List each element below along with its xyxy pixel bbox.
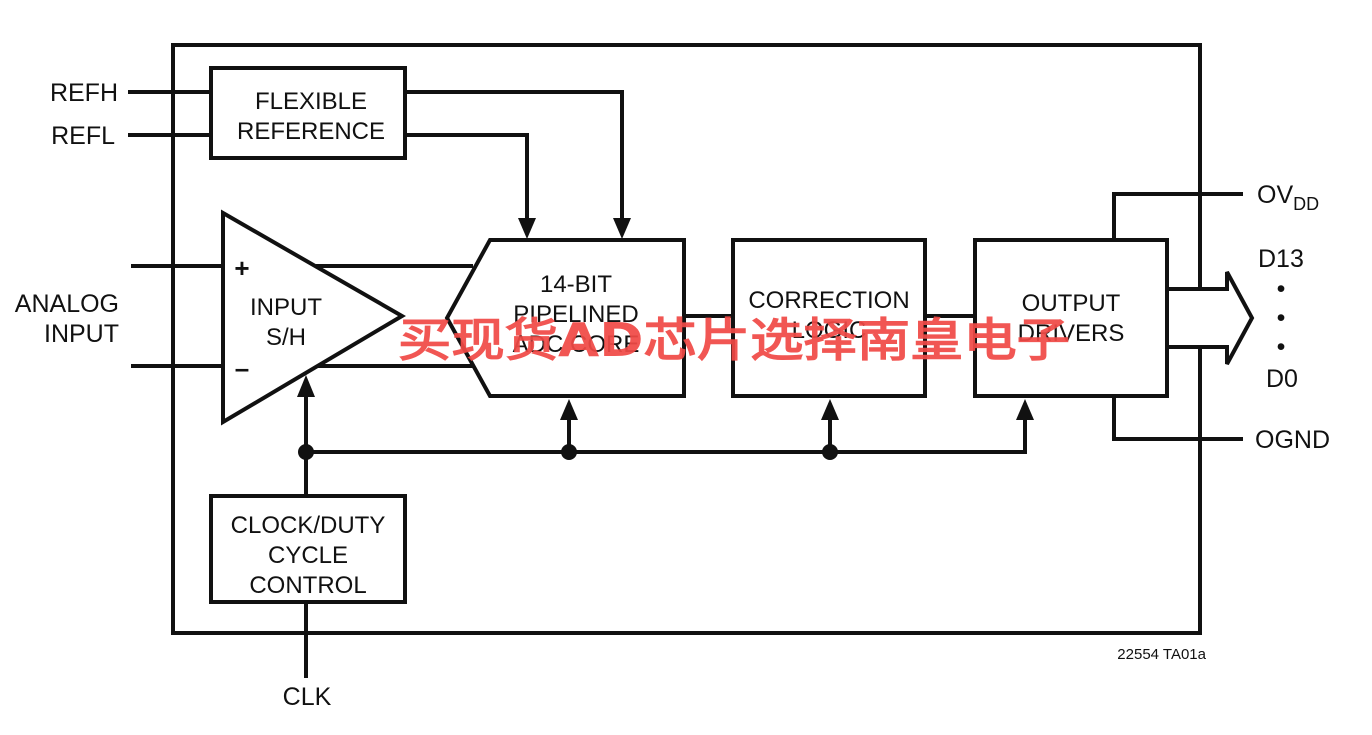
output-bus-arrow	[1165, 271, 1255, 365]
output-drivers-label-2: DRIVERS	[1018, 320, 1125, 347]
ognd-wire	[1112, 396, 1243, 441]
flexible-reference-block	[209, 66, 407, 160]
junction-dot	[298, 444, 314, 460]
ovdd-subscript: DD	[1293, 194, 1319, 214]
arrowhead-clock-correction	[821, 399, 839, 420]
clock-duty-label-2: CYCLE	[268, 542, 348, 569]
adc-core-label-3: ADC CORE	[513, 331, 640, 358]
correction-logic-label-2: LOGIC	[792, 317, 867, 344]
junction-dots	[298, 444, 838, 460]
ovdd-wire	[1112, 192, 1243, 240]
adc-core-label-1: 14-BIT	[540, 271, 612, 298]
junction-dot	[561, 444, 577, 460]
flexible-reference-label-2: REFERENCE	[237, 118, 385, 145]
junction-dot	[822, 444, 838, 460]
input-sh-amplifier	[221, 209, 406, 426]
flexible-reference-label-1: FLEXIBLE	[255, 88, 367, 115]
refh-label: REFH	[50, 79, 118, 107]
arrowhead-clock-adc	[560, 399, 578, 420]
adc-core-block	[444, 238, 686, 398]
bus-dot: •	[1277, 275, 1286, 303]
analog-input-label-1: ANALOG	[15, 290, 119, 318]
amp-plus-symbol: +	[234, 253, 249, 283]
output-drivers-label-1: OUTPUT	[1022, 290, 1121, 317]
clock-duty-cycle-block	[209, 494, 407, 604]
reference-to-adc-wire-a	[405, 90, 624, 220]
ovdd-main: OV	[1257, 181, 1293, 209]
arrowhead-ref-a	[613, 218, 631, 239]
amp-minus-symbol: –	[235, 353, 249, 383]
figure-id: 22554 TA01a	[1117, 646, 1206, 663]
wires	[128, 90, 1243, 678]
watermark-text: 买现货AD芯片选择南皇电子	[398, 313, 1070, 367]
ovdd-label: OVDD	[1257, 181, 1319, 214]
reference-to-adc-wire-b	[405, 133, 529, 220]
d13-label: D13	[1258, 245, 1304, 273]
input-sh-label-2: S/H	[266, 324, 306, 351]
ognd-label: OGND	[1255, 426, 1330, 454]
adc-core-label-2: PIPELINED	[513, 301, 638, 328]
clock-duty-label-3: CONTROL	[249, 572, 366, 599]
clock-bus-wire	[306, 418, 1027, 454]
arrowhead-ref-b	[518, 218, 536, 239]
correction-logic-block	[731, 238, 927, 398]
output-drivers-block	[973, 238, 1169, 398]
refl-label: REFL	[51, 122, 115, 150]
correction-logic-label-1: CORRECTION	[748, 287, 909, 314]
arrowhead-clock-output	[1016, 399, 1034, 420]
arrowhead-clock-sh	[297, 375, 315, 397]
input-sh-label-1: INPUT	[250, 294, 322, 321]
clock-duty-label-1: CLOCK/DUTY	[231, 512, 386, 539]
analog-input-label-2: INPUT	[44, 320, 119, 348]
clk-label: CLK	[283, 683, 332, 711]
bus-dot: •	[1277, 333, 1286, 361]
bus-dot: •	[1277, 304, 1286, 332]
d0-label: D0	[1266, 365, 1298, 393]
arrowheads	[297, 218, 1034, 420]
